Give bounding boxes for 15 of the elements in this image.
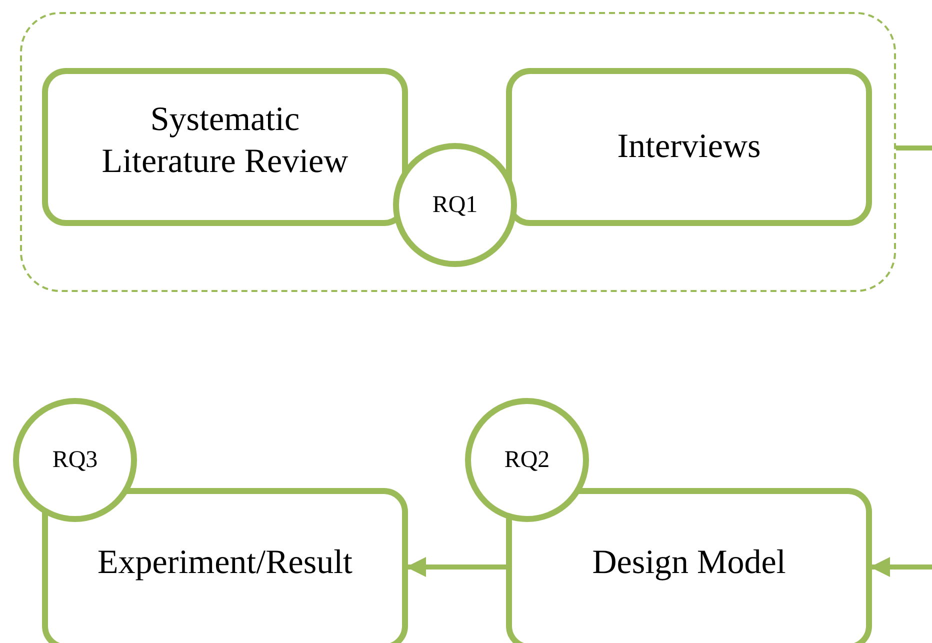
step-label: Design Model <box>592 542 786 583</box>
process-box <box>42 68 408 226</box>
process-box <box>506 488 872 643</box>
question-label: RQ1 <box>432 192 478 218</box>
question-label: RQ2 <box>504 446 550 474</box>
connector-line <box>896 146 932 150</box>
question-label: RQ3 <box>52 446 98 474</box>
arrow <box>406 557 506 577</box>
step-label: Systematic Literature Review <box>100 100 350 182</box>
step-label: Interviews <box>617 126 761 167</box>
process-box <box>42 488 408 643</box>
step-label: Experiment/Result <box>98 542 352 583</box>
process-box <box>506 68 872 226</box>
arrow <box>870 557 932 577</box>
dashed-group-box <box>20 12 896 292</box>
